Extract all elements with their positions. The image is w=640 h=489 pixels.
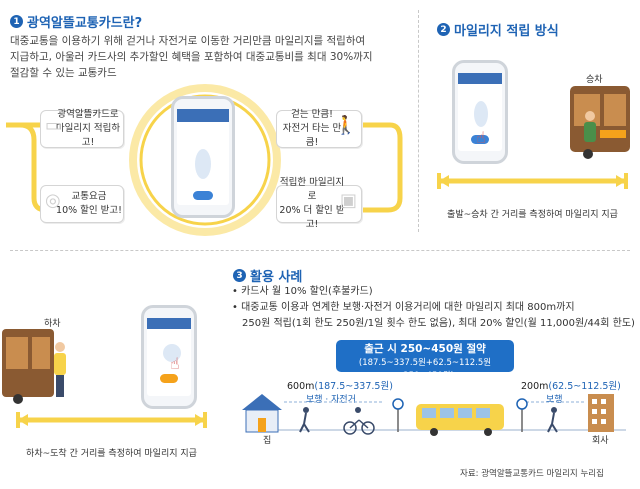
left-distance-points: (187.5~337.5원): [314, 381, 393, 392]
right-mode: 보행: [546, 395, 563, 405]
right-distance: 200m(62.5~112.5원): [521, 378, 621, 392]
walker-icon: 🚶: [334, 115, 357, 136]
app-phone-boarding: [452, 60, 508, 164]
intro-line-2: 지급하고, 아울러 카드사의 추가할인 혜택을 포함하여 대중교통비를 최대 3…: [10, 51, 373, 63]
intro-line-1: 대중교통을 이용하기 위해 걷거나 자전거로 이동한 거리만큼 마일리지를 적립…: [10, 35, 366, 47]
walker-illustration: [163, 344, 181, 362]
section3-bullets: • 카드사 월 10% 할인(후불카드) • 대중교통 이용과 연계한 보행·자…: [232, 284, 635, 332]
bubble-extra-discount: ▣ 적립한 마일리지로 20% 더 할인 받고!: [276, 177, 362, 230]
bubble-line: 광역알뜰카드로: [57, 109, 119, 120]
tap-hand-icon: ☝: [476, 128, 486, 147]
alighting-caption: 하차~도착 간 거리를 측정하여 마일리지 지급: [26, 449, 197, 459]
phone-header-bar: [177, 109, 229, 123]
section1-title: 광역알뜰교통카드란?: [27, 16, 143, 31]
boarding-distance-arrow: [437, 173, 628, 189]
left-mode: 보행 · 자전거: [306, 395, 356, 405]
alighting-bus-illustration: [2, 329, 66, 404]
boarding-bus-illustration: [570, 86, 630, 159]
bullet-item: • 대중교통 이용과 연계한 보행·자전거 이용거리에 대한 마일리지 최대 8…: [232, 302, 575, 313]
bubble-line: 10% 할인 받고!: [56, 205, 122, 216]
bubble-line: 적립한 마일리지로: [279, 177, 345, 202]
coin-icon: ◎: [45, 190, 61, 211]
left-distance-value: 600m: [287, 381, 315, 392]
wallet-icon: ▣: [339, 190, 357, 211]
left-distance: 600m(187.5~337.5원): [287, 378, 393, 392]
section1-intro: 대중교통을 이용하기 위해 걷거나 자전거로 이동한 거리만큼 마일리지를 적립…: [10, 33, 400, 81]
source-note: 자료: 광역알뜰교통카드 마일리지 누리집: [460, 469, 604, 479]
bubble-line: 20% 더 할인 받고!: [279, 205, 345, 230]
vertical-divider: [418, 10, 419, 232]
right-distance-points: (62.5~112.5원): [548, 381, 621, 392]
journey-illustration: [242, 394, 626, 436]
right-distance-value: 200m: [521, 381, 549, 392]
app-phone-center: [171, 96, 235, 218]
bullet-item: • 카드사 월 10% 할인(후불카드): [232, 286, 373, 297]
saving-title: 출근 시 250~450원 절약: [364, 343, 486, 355]
bubble-line: 걷는 만큼!: [291, 109, 333, 120]
bubble-line: 마일리지 적립하고!: [55, 123, 121, 148]
card-icon: ▭: [45, 115, 63, 136]
alight-label: 하차: [44, 319, 61, 329]
section1-heading: 1 광역알뜰교통카드란?: [10, 12, 142, 31]
phone-header-bar: [147, 318, 191, 329]
section2-number: 2: [437, 23, 450, 36]
alighting-distance-arrow: [16, 412, 207, 428]
section2-title: 마일리지 적립 방식: [454, 24, 559, 39]
boarding-caption: 출발~승차 간 거리를 측정하여 마일리지 지급: [447, 210, 618, 220]
home-label: 집: [263, 436, 272, 446]
saving-detail: (187.5~337.5원+62.5~112.5원=250~450원): [358, 358, 492, 381]
bubble-fare-discount: ◎ 교통요금 10% 할인 받고!: [40, 185, 124, 223]
phone-header-bar: [458, 73, 502, 84]
horizontal-divider: [10, 250, 630, 251]
bubble-line: 자전거 타는 만큼!: [282, 123, 342, 148]
app-phone-alighting: [141, 305, 197, 409]
bubble-mileage-earn: ▭ 광역알뜰카드로 마일리지 적립하고!: [40, 109, 124, 148]
phone-screen: [177, 109, 229, 205]
bubble-walk-bike: 🚶 걷는 만큼! 자전거 타는 만큼!: [276, 109, 362, 148]
phone-start-button: [471, 135, 489, 144]
tap-hand-icon: ☝: [170, 354, 180, 373]
board-label: 승차: [586, 75, 603, 85]
bubble-line: 교통요금: [71, 191, 107, 202]
intro-line-3: 절감할 수 있는 교통카드: [10, 67, 117, 79]
phone-screen: [458, 73, 502, 151]
section3-number: 3: [233, 269, 246, 282]
section2-heading: 2 마일리지 적립 방식: [437, 20, 559, 39]
phone-stop-button: [160, 374, 178, 383]
walker-illustration: [474, 101, 488, 127]
section3-title: 활용 사례: [250, 270, 303, 285]
section1-number: 1: [10, 15, 23, 28]
office-label: 회사: [592, 436, 609, 446]
bullet-item: 250원 적립(1회 한도 250원/1일 횟수 한도 없음), 최대 20% …: [242, 318, 635, 329]
walker-illustration: [195, 149, 211, 179]
saving-summary-box: 출근 시 250~450원 절약 (187.5~337.5원+62.5~112.…: [336, 340, 514, 381]
phone-screen: [147, 318, 191, 396]
section3-heading: 3 활용 사례: [233, 266, 302, 285]
phone-start-button: [192, 191, 214, 200]
